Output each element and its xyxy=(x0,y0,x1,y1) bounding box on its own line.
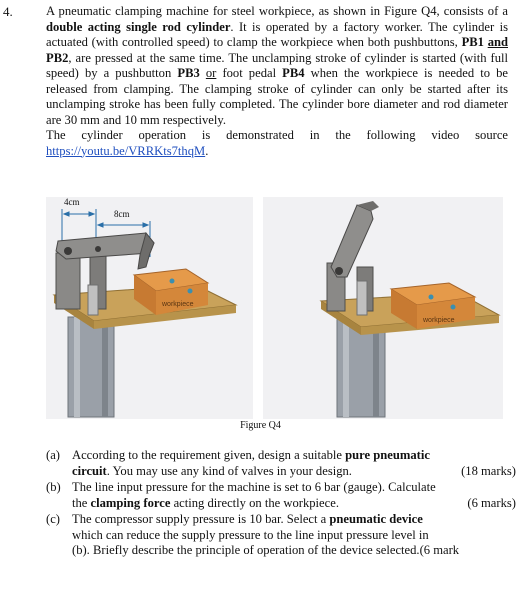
part-b: (b) The line input pressure for the mach… xyxy=(46,480,516,511)
intro-bold-pb1: PB1 xyxy=(461,35,484,49)
intro-underline-and: and xyxy=(487,35,508,49)
part-text: The compressor supply pressure is 10 bar… xyxy=(72,512,330,526)
part-label: (c) xyxy=(46,512,60,526)
question-number: 4. xyxy=(3,4,13,19)
intro-text: The cylinder operation is demonstrated i… xyxy=(46,128,508,142)
intro-bold-cylinder: double acting single rod cylinder xyxy=(46,19,231,34)
intro-text: . xyxy=(205,143,209,158)
part-bold: clamping force xyxy=(90,495,171,510)
part-bold: pneumatic device xyxy=(329,512,423,526)
part-text: which can reduce the supply pressure to … xyxy=(72,527,429,542)
part-bold: circuit xyxy=(72,463,107,478)
intro-text: foot pedal xyxy=(216,66,283,80)
part-text: acting directly on the workpiece. xyxy=(170,495,339,510)
intro-bold-pb4: PB4 xyxy=(282,66,305,80)
question-parts: (a) According to the requirement given, … xyxy=(46,448,516,560)
part-a: (a) According to the requirement given, … xyxy=(46,448,516,479)
workpiece-label-right: workpiece xyxy=(423,317,455,324)
intro-text: , are pressed at the same time. The uncl… xyxy=(46,50,508,81)
clamp-machine-illustration-left xyxy=(52,209,238,418)
intro-text: when the workpiece is needed to be relea… xyxy=(46,66,508,127)
clamp-machine-illustration-right xyxy=(319,201,501,418)
marks-a: (18 marks) xyxy=(461,463,516,478)
intro-underline-or: or xyxy=(205,66,217,80)
part-text: . You may use any kind of valves in your… xyxy=(106,463,352,478)
marks-b: (6 marks) xyxy=(467,495,516,510)
dimension-label-4cm: 4cm xyxy=(64,197,80,207)
part-label: (b) xyxy=(46,480,61,494)
part-text: (b). Briefly describe the principle of o… xyxy=(72,543,460,557)
figure-right-clamp-raised: workpiece xyxy=(263,197,503,419)
intro-bold-pb2: PB2 xyxy=(46,50,69,65)
question-intro: A pneumatic clamping machine for steel w… xyxy=(46,4,508,159)
figure-caption: Figure Q4 xyxy=(240,420,281,431)
intro-text: A pneumatic clamping machine for steel w… xyxy=(46,4,508,18)
part-text: According to the requirement given, desi… xyxy=(72,448,346,462)
part-text: the xyxy=(72,495,91,510)
dimension-label-8cm: 8cm xyxy=(114,209,130,219)
figure-left-clamp-open: 4cm 8cm workpiece xyxy=(46,197,253,419)
dimension-lines xyxy=(61,209,151,257)
video-link[interactable]: https://youtu.be/VRRKts7thqM xyxy=(46,143,206,158)
part-bold: pure pneumatic xyxy=(345,448,430,462)
part-c: (c) The compressor supply pressure is 10… xyxy=(46,512,516,559)
intro-text: . It is operated by a factory worker. Th… xyxy=(46,19,508,50)
workpiece-label-left: workpiece xyxy=(162,301,194,308)
part-text: The line input pressure for the machine … xyxy=(72,480,436,494)
part-label: (a) xyxy=(46,448,60,462)
intro-bold-pb3: PB3 xyxy=(177,66,200,80)
